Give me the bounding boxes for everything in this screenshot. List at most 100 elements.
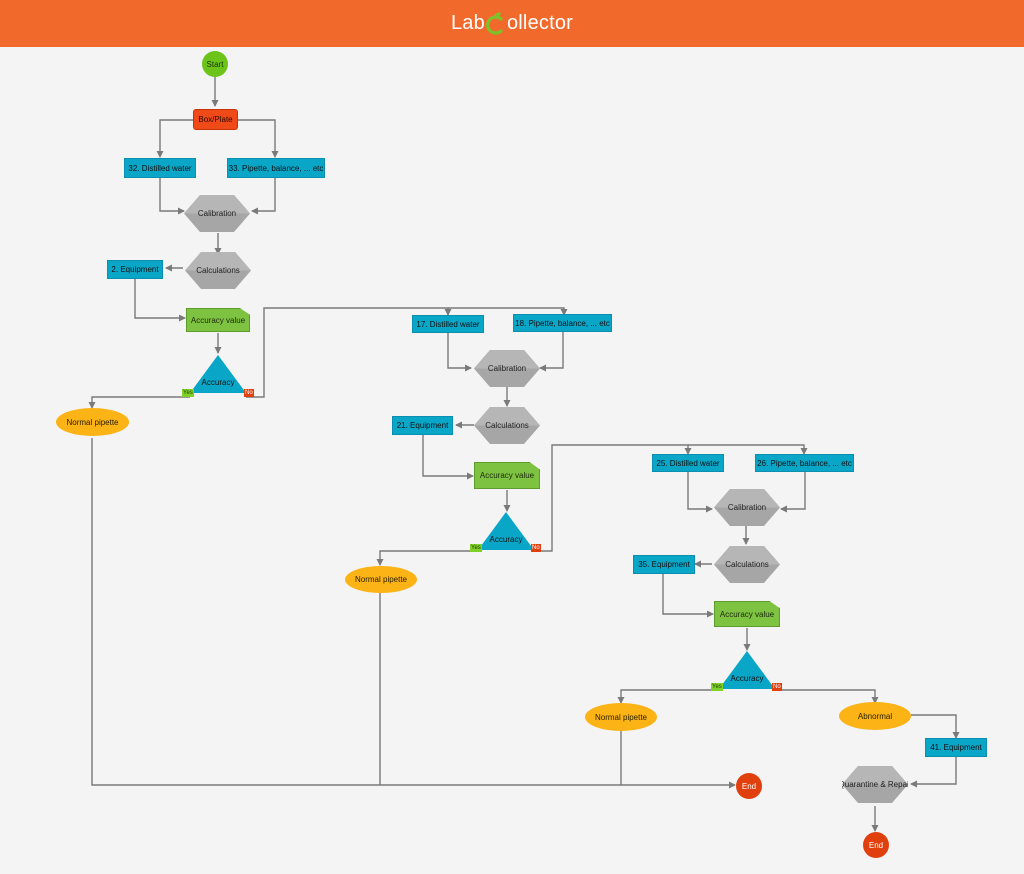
node-label: 25. Distilled water [656, 458, 720, 468]
connector [447, 333, 472, 372]
distilled-water-25-node[interactable]: 25. Distilled water [652, 454, 724, 472]
start-label: Start [206, 59, 224, 69]
labcollector-logo: Lab ollector [451, 12, 573, 36]
pipette-balance-33-node[interactable]: 33. Pipette, balance, ... etc [227, 158, 325, 178]
node-label: Quarantine & Repair [842, 780, 908, 789]
equipment-35-node[interactable]: 35. Equipment [633, 555, 695, 574]
hexagon-shape [474, 407, 540, 444]
connector [911, 714, 960, 739]
end-node-1[interactable]: End [736, 773, 762, 799]
pipette-balance-26-node[interactable]: 26. Pipette, balance, ... etc [755, 454, 854, 472]
hexagon-shape [842, 766, 908, 803]
connector [617, 689, 718, 704]
equipment-21-node[interactable]: 21. Equipment [392, 416, 453, 435]
accuracy-value-3-node[interactable]: Accuracy value [714, 601, 780, 627]
node-label: 32. Distilled water [128, 163, 192, 173]
yes-tag: Yes [711, 683, 723, 691]
calculations-2-node[interactable]: Calculations [474, 407, 540, 444]
node-label: Calculations [196, 266, 240, 275]
connector [251, 178, 276, 215]
node-label: 2. Equipment [111, 265, 159, 274]
hexagon-shape [714, 546, 780, 583]
connector [687, 472, 713, 513]
connector [376, 550, 478, 566]
distilled-water-32-node[interactable]: 32. Distilled water [124, 158, 196, 178]
triangle-shape [190, 355, 246, 393]
connector [448, 307, 568, 316]
node-label: 18. Pipette, balance, ... etc [515, 318, 610, 328]
accuracy-value-2-node[interactable]: Accuracy value [474, 462, 540, 489]
hexagon-shape [474, 350, 540, 387]
node-label: 41. Equipment [930, 743, 982, 752]
connector [134, 279, 186, 322]
box-plate-label: Box/Plate [198, 115, 233, 124]
node-label: Calculations [725, 560, 769, 569]
end-label: End [868, 840, 884, 850]
equipment-2-node[interactable]: 2. Equipment [107, 260, 163, 279]
no-tag: No [244, 389, 254, 397]
diagram-canvas: Start Box/Plate 32. Distilled water 33. … [0, 47, 1024, 874]
accuracy-1-decision[interactable]: Accuracy [190, 355, 246, 393]
normal-pipette-2-node[interactable]: Normal pipette [345, 566, 417, 593]
hexagon-shape [184, 195, 250, 232]
accuracy-value-1-node[interactable]: Accuracy value [186, 308, 250, 332]
c-leaf-icon [486, 12, 503, 35]
triangle-shape [719, 651, 775, 689]
node-label: 21. Equipment [396, 421, 449, 430]
connector [775, 689, 879, 704]
node-label: Normal pipette [66, 417, 119, 427]
connector [238, 119, 279, 158]
normal-pipette-1-node[interactable]: Normal pipette [56, 408, 129, 436]
end-label: End [741, 781, 757, 791]
connector [780, 472, 806, 513]
node-label: Calibration [197, 209, 237, 218]
connector [156, 119, 193, 158]
box-plate-node[interactable]: Box/Plate [193, 109, 238, 130]
connector [246, 307, 452, 398]
node-label: 26. Pipette, balance, ... etc [757, 458, 852, 468]
calibration-3-node[interactable]: Calibration [714, 489, 780, 526]
calibration-2-node[interactable]: Calibration [474, 350, 540, 387]
calibration-1-node[interactable]: Calibration [184, 195, 250, 232]
brand-suffix: ollector [506, 12, 574, 34]
node-label: Accuracy [489, 535, 523, 544]
connector [88, 396, 190, 409]
node-label: Calculations [485, 421, 529, 430]
node-label: Abnormal [857, 711, 893, 721]
end-node-2[interactable]: End [863, 832, 889, 858]
node-label: Normal pipette [594, 712, 648, 722]
node-label: Normal pipette [354, 575, 408, 584]
abnormal-node[interactable]: Abnormal [839, 702, 911, 730]
pipette-balance-18-node[interactable]: 18. Pipette, balance, ... etc [513, 314, 612, 332]
connector [534, 444, 692, 552]
connector [539, 332, 564, 372]
connector [688, 444, 808, 455]
node-label: Accuracy [201, 378, 235, 387]
connector [422, 435, 474, 480]
connector [91, 438, 736, 789]
app-header: Lab ollector [0, 0, 1024, 47]
hexagon-shape [714, 489, 780, 526]
start-node[interactable]: Start [202, 51, 228, 77]
yes-tag: Yes [470, 544, 482, 552]
connector [159, 178, 185, 215]
node-label: Accuracy value [190, 315, 246, 325]
calculations-3-node[interactable]: Calculations [714, 546, 780, 583]
calculations-1-node[interactable]: Calculations [185, 252, 251, 289]
node-label: Accuracy [730, 674, 764, 683]
connector-layer [88, 76, 960, 832]
yes-tag: Yes [182, 389, 194, 397]
distilled-water-17-node[interactable]: 17. Distilled water [412, 315, 484, 333]
brand-prefix: Lab [450, 12, 485, 34]
normal-pipette-3-node[interactable]: Normal pipette [585, 703, 657, 731]
no-tag: No [772, 683, 782, 691]
accuracy-2-decision[interactable]: Accuracy [478, 512, 534, 550]
node-label: Calibration [487, 364, 527, 373]
accuracy-3-decision[interactable]: Accuracy [719, 651, 775, 689]
equipment-41-node[interactable]: 41. Equipment [925, 738, 987, 757]
quarantine-repair-node[interactable]: Quarantine & Repair [842, 766, 908, 803]
triangle-shape [478, 512, 534, 550]
node-label: 17. Distilled water [416, 319, 480, 329]
node-label: Accuracy value [719, 609, 775, 619]
no-tag: No [531, 544, 541, 552]
